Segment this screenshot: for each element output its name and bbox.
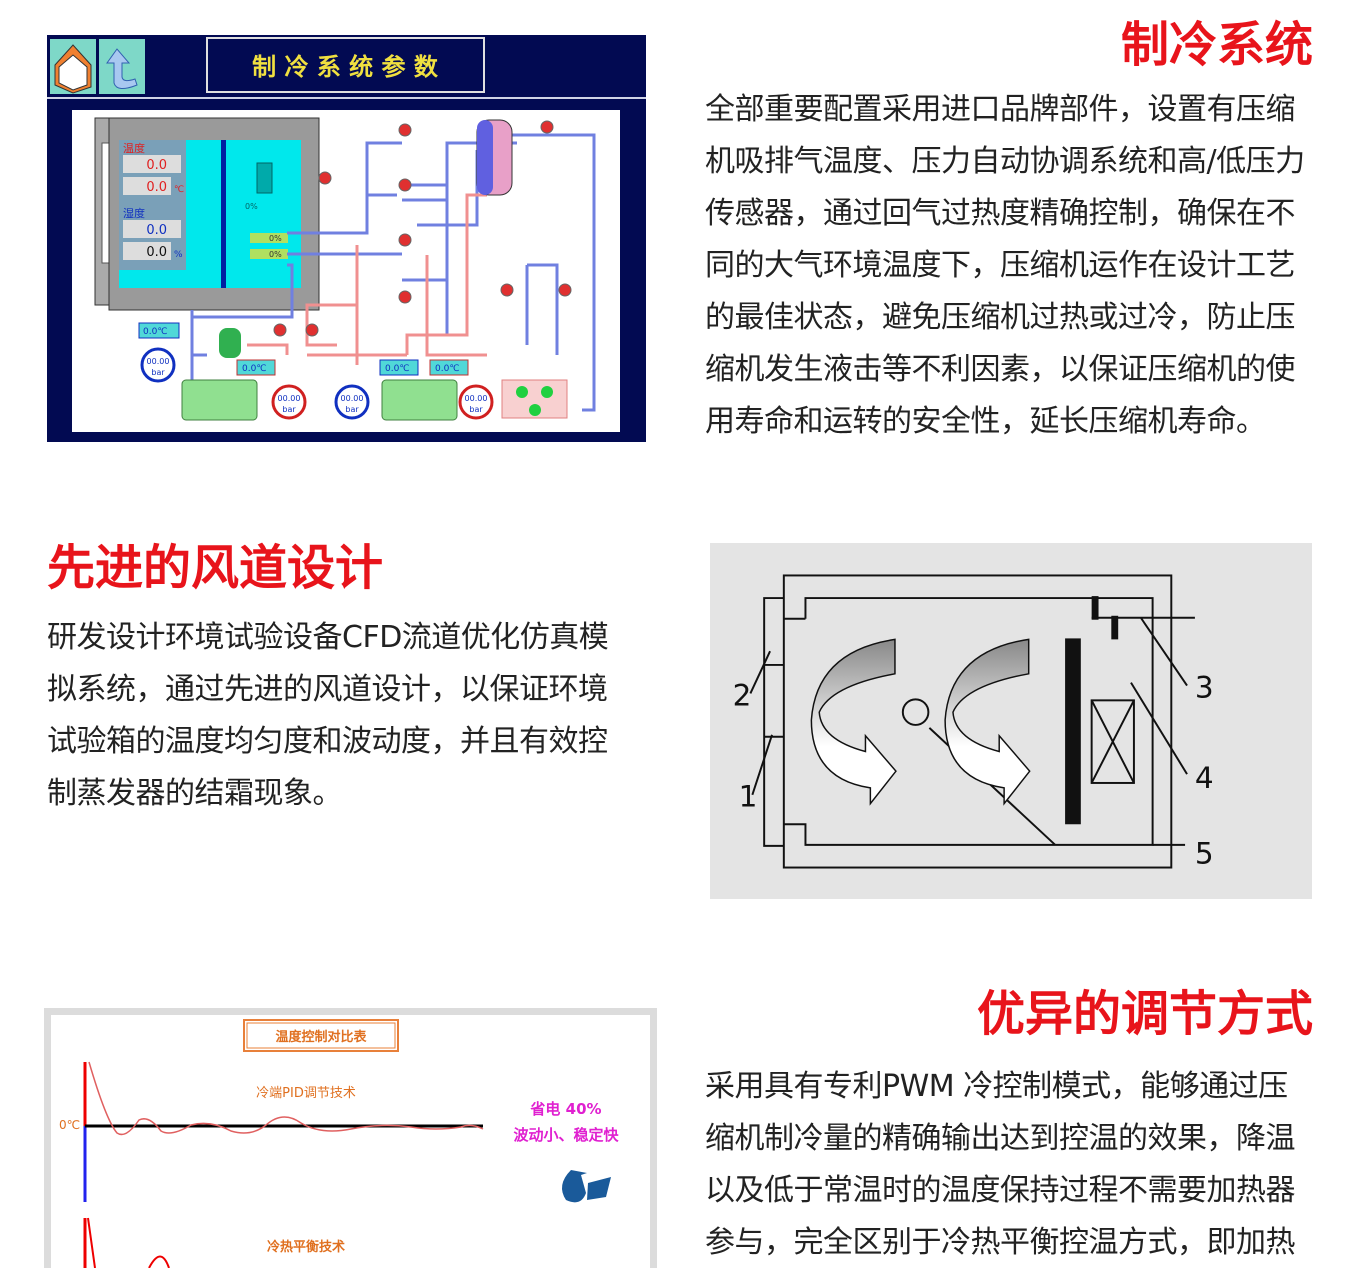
logo-icon: [562, 1170, 611, 1203]
back-arrow-icon[interactable]: [99, 39, 145, 94]
label-1: 1: [739, 780, 758, 814]
text-line: 试验箱的温度均匀度和波动度，并且有效控: [47, 724, 608, 759]
text-line: 拟系统，通过先进的风道设计，以保证环境: [47, 672, 608, 707]
text-line: 采用具有专利PWM 冷控制模式，能够通过压: [705, 1069, 1288, 1104]
refrigeration-text: 全部重要配置采用进口品牌部件，设置有压缩 机吸排气温度、压力自动协调系统和高/低…: [705, 84, 1315, 448]
series2-label: 冷热平衡技术: [267, 1239, 345, 1255]
text-line: 机吸排气温度、压力自动协调系统和高/低压力: [705, 144, 1305, 179]
airduct-text: 研发设计环境试验设备CFD流道优化仿真模 拟系统，通过先进的风道设计，以保证环境…: [47, 612, 637, 820]
temp-readouts: 0.0℃ 0.0℃ 0.0℃ 0.0℃: [138, 322, 469, 376]
chart-title: 温度控制对比表: [275, 1029, 367, 1045]
svg-text:bar: bar: [345, 405, 359, 414]
label-5: 5: [1195, 837, 1214, 871]
note-stability: 波动小、稳定快: [513, 1126, 619, 1144]
svg-text:0.0℃: 0.0℃: [143, 327, 167, 337]
pid-curve: [88, 1061, 484, 1136]
text-line: 全部重要配置采用进口品牌部件，设置有压缩: [705, 92, 1296, 127]
label-2: 2: [733, 678, 752, 712]
humidity-unit: %: [174, 250, 183, 260]
svg-text:00.00: 00.00: [278, 394, 301, 403]
text-line: 以及低于常温时的温度保持过程不需要加热器: [705, 1173, 1296, 1208]
text-line: 参与，完全区别于冷热平衡控温方式，即加热: [705, 1225, 1296, 1260]
svg-text:bar: bar: [469, 405, 483, 414]
airduct-title: 先进的风道设计: [47, 540, 384, 596]
svg-text:bar: bar: [282, 405, 296, 414]
pressure-gauges: 00.00 bar 00.00 bar 00.00 bar 00.00 bar: [140, 347, 494, 420]
text-line: 同的大气环境温度下，压缩机运作在设计工艺: [705, 248, 1296, 283]
humidity-pv: 0.0: [146, 223, 167, 238]
svg-text:0.0℃: 0.0℃: [385, 364, 409, 374]
temp-sv[interactable]: 0.0: [146, 180, 167, 195]
home-icon[interactable]: [50, 39, 96, 94]
humidity-label: 湿度: [123, 206, 145, 220]
control-text: 采用具有专利PWM 冷控制模式，能够通过压 缩机制冷量的精确输出达到控温的效果，…: [705, 1061, 1315, 1269]
airflow-diagram: 1 2 3 4 5: [710, 543, 1312, 899]
text-line: 的最佳状态，避免压缩机过热或过冷，防止压: [705, 300, 1296, 335]
text-line: 缩机制冷量的精确输出达到控温的效果，降温: [705, 1121, 1296, 1156]
heater2-pct: 0%: [269, 250, 282, 259]
hmi-header-title: 制 冷 系 统 参 数: [252, 53, 439, 81]
comparison-chart: 温度控制对比表 0℃ 冷端PID调节技术 省电 40% 波动小、稳定快 冷热平衡…: [44, 1008, 657, 1269]
temp-label: 温度: [123, 141, 145, 155]
svg-text:00.00: 00.00: [465, 394, 488, 403]
note-power-saving: 省电 40%: [529, 1100, 601, 1118]
heater1-pct: 0%: [269, 234, 282, 243]
svg-text:0.0℃: 0.0℃: [242, 364, 266, 374]
svg-text:00.00: 00.00: [341, 394, 364, 403]
receiver-tank: [219, 328, 241, 358]
svg-text:bar: bar: [151, 368, 165, 377]
humidity-sv[interactable]: 0.0: [146, 245, 167, 260]
text-line: 用寿命和运转的安全性，延长压缩机寿命。: [705, 404, 1266, 439]
compressor-icons: [181, 379, 458, 421]
fan-pct: 0%: [245, 202, 258, 211]
refrigeration-title: 制冷系统: [1120, 17, 1313, 73]
text-line: 制蒸发器的结霜现象。: [47, 776, 343, 811]
hmi-diagram: 制 冷 系 统 参 数 温度 0.0 0.0 ℃ 湿度 0.0 0.0 % 0%…: [47, 35, 646, 432]
temp-pv: 0.0: [146, 158, 167, 173]
text-line: 缩机发生液击等不利因素，以保证压缩机的使: [705, 352, 1296, 387]
svg-text:00.00: 00.00: [147, 357, 170, 366]
temp-unit: ℃: [174, 185, 184, 195]
refrigeration-hmi-image: 制 冷 系 统 参 数 温度 0.0 0.0 ℃ 湿度 0.0 0.0 % 0%…: [47, 35, 646, 442]
text-line: 传感器，通过回气过热度精确控制，确保在不: [705, 196, 1296, 231]
control-title: 优异的调节方式: [976, 986, 1313, 1042]
valve-icons: [273, 120, 572, 337]
svg-text:0.0℃: 0.0℃: [435, 364, 459, 374]
label-3: 3: [1195, 670, 1214, 704]
label-4: 4: [1195, 761, 1214, 795]
series1-label: 冷端PID调节技术: [256, 1086, 356, 1101]
text-line: 研发设计环境试验设备CFD流道优化仿真模: [47, 620, 609, 655]
zero-label: 0℃: [59, 1118, 80, 1132]
